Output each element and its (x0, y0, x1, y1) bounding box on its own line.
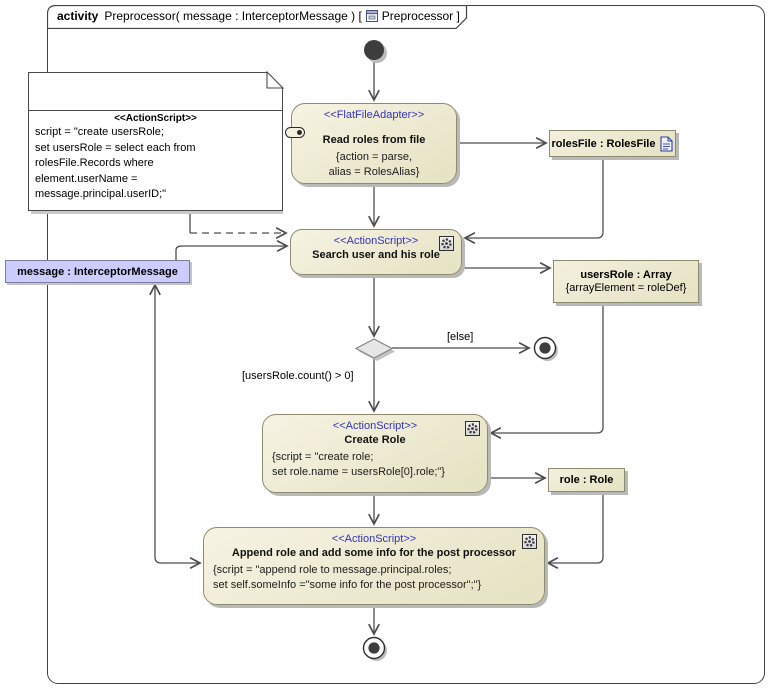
object-label: usersRole : Array (580, 269, 672, 281)
document-icon (660, 135, 674, 152)
object-label: rolesFile : RolesFile (551, 137, 656, 150)
final-node-bottom (362, 636, 387, 661)
action-append-role: <<ActionScript>> Append role and add som… (203, 527, 545, 605)
note-line: message.principal.userID;" (35, 188, 167, 201)
note-line: rolesFile.Records where (35, 157, 154, 170)
note-fold-icon (266, 71, 284, 89)
action-prop-line: set self.someInfo ="some info for the po… (213, 579, 482, 591)
initial-node (364, 40, 387, 63)
gear-icon (439, 236, 454, 251)
object-label: role : Role (559, 474, 614, 486)
action-read-roles-from-file: <<FlatFileAdapter>> Read roles from file… (285, 103, 457, 184)
note-body: <<ActionScript>> script = "create usersR… (29, 111, 282, 203)
object-rolesfile: rolesFile : RolesFile (549, 130, 676, 157)
decision-diamond (354, 338, 395, 361)
action-search-user: <<ActionScript>> Search user and his rol… (290, 229, 462, 275)
action-prop-line: {action = parse, (335, 151, 413, 163)
edge-role-to-append (546, 493, 604, 569)
note-line: set usersRole = select each from (35, 141, 196, 154)
guard-count-label: [usersRole.count() > 0] (242, 370, 354, 382)
flatfile-adapter-icon (285, 127, 305, 138)
frame-title-ref: Preprocessor ] (381, 9, 460, 23)
stereotype-label: <<ActionScript>> (332, 420, 418, 432)
object-prop: {arrayElement = roleDef} (565, 282, 687, 294)
note-empty-compartment (29, 73, 282, 111)
frame-title: activity Preprocessor( message : Interce… (57, 9, 460, 23)
object-role: role : Role (548, 468, 625, 492)
edge-rolesfile-to-search (463, 158, 604, 244)
action-prop-line: {script = "create role; (272, 451, 374, 463)
note-line: script = "create usersRole; (35, 126, 164, 138)
stereotype-label: <<FlatFileAdapter>> (323, 109, 425, 121)
object-usersrole: usersRole : Array {arrayElement = roleDe… (553, 260, 699, 303)
stereotype-label: <<ActionScript>> (333, 235, 419, 247)
action-properties: {action = parse, alias = RolesAlias} (292, 150, 456, 180)
action-prop-line: set role.name = usersRole[0].role;"} (272, 466, 445, 478)
action-prop-line: alias = RolesAlias} (328, 166, 420, 178)
actionscript-note: <<ActionScript>> script = "create usersR… (28, 72, 283, 211)
action-name: Read roles from file (322, 134, 426, 146)
guard-else-label: [else] (447, 331, 474, 343)
edge-append-message-flow (149, 283, 202, 569)
frame-tab-outline (46, 4, 468, 30)
object-label: message : InterceptorMessage (17, 265, 178, 278)
note-line: element.userName = (35, 172, 138, 185)
action-properties: {script = "create role; set role.name = … (263, 450, 487, 480)
stereotype-label: <<ActionScript>> (331, 533, 417, 545)
gear-icon (522, 534, 537, 549)
object-message: message : InterceptorMessage (5, 260, 190, 283)
frame-title-tab: activity Preprocessor( message : Interce… (46, 4, 468, 30)
action-name: Search user and his role (312, 249, 440, 261)
action-create-role: <<ActionScript>> Create Role {script = "… (262, 414, 488, 493)
gear-icon (465, 421, 480, 436)
action-properties: {script = "append role to message.princi… (204, 563, 544, 593)
final-node-else (533, 336, 558, 361)
edge-message-to-search (175, 240, 289, 260)
note-stereotype: <<ActionScript>> (114, 113, 197, 124)
frame-title-main: Preprocessor( message : InterceptorMessa… (104, 9, 362, 23)
frame-keyword: activity (57, 9, 99, 23)
activity-diagram-icon (365, 10, 378, 22)
action-name: Append role and add some info for the po… (231, 547, 517, 559)
edge-usersrole-to-create-role (489, 304, 604, 439)
action-name: Create Role (344, 434, 406, 446)
action-prop-line: {script = "append role to message.princi… (213, 564, 452, 576)
